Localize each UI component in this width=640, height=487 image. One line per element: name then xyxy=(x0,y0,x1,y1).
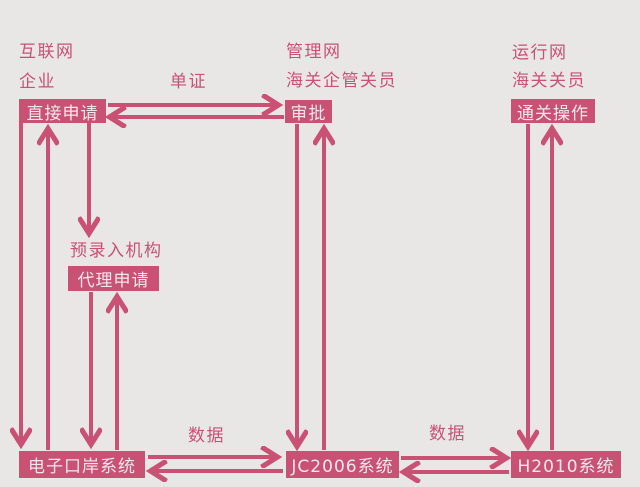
label-customs-officer: 海关关员 xyxy=(512,71,586,91)
edge-label-data-left: 数据 xyxy=(188,426,225,446)
node-direct-apply: 直接申请 xyxy=(19,99,106,124)
node-clearance-operation: 通关操作 xyxy=(511,99,595,124)
edge-label-data-right: 数据 xyxy=(429,424,466,444)
node-approval: 审批 xyxy=(285,100,332,124)
node-eport-system: 电子口岸系统 xyxy=(19,451,145,478)
label-management-network: 管理网 xyxy=(286,42,342,62)
node-agent-apply: 代理申请 xyxy=(68,266,159,291)
label-internet-network: 互联网 xyxy=(19,42,75,62)
label-customs-mgmt-officer: 海关企管关员 xyxy=(286,71,397,91)
label-operation-network: 运行网 xyxy=(512,43,568,63)
node-h2010-system: H2010系统 xyxy=(511,451,621,478)
label-pre-entry-agency: 预录入机构 xyxy=(70,241,163,261)
label-enterprise: 企业 xyxy=(19,72,56,92)
edge-label-documents: 单证 xyxy=(170,72,207,92)
node-jc2006-system: JC2006系统 xyxy=(286,451,399,478)
